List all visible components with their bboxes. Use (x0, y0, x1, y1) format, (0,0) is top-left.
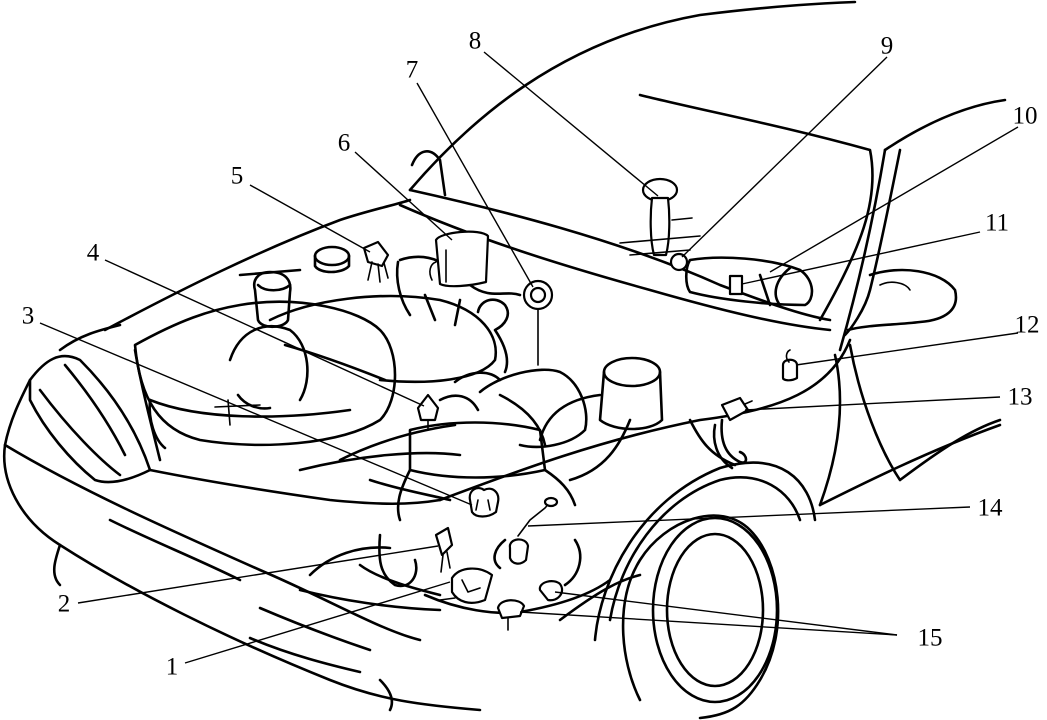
callout-12: 12 (1015, 312, 1040, 339)
callout-15: 15 (918, 625, 943, 652)
callout-11: 11 (985, 210, 1009, 237)
engine-bay (133, 245, 814, 615)
callout-14: 14 (978, 495, 1004, 522)
sensor-parts (362, 177, 799, 631)
callout-4: 4 (87, 240, 100, 267)
callout-13: 13 (1008, 384, 1033, 411)
callout-2: 2 (58, 591, 71, 618)
callout-1: 1 (166, 654, 179, 681)
callout-8: 8 (469, 28, 482, 55)
car-body-outline (2, 0, 1007, 712)
callout-9: 9 (881, 33, 894, 60)
callout-7: 7 (406, 57, 419, 84)
callout-3: 3 (22, 303, 35, 330)
callout-5: 5 (231, 163, 244, 190)
callout-6: 6 (338, 130, 351, 157)
leader-lines (39, 51, 1019, 664)
callout-labels: 1 2 3 4 5 6 7 8 9 10 11 12 13 14 15 (22, 28, 1040, 681)
callout-10: 10 (1013, 103, 1038, 130)
